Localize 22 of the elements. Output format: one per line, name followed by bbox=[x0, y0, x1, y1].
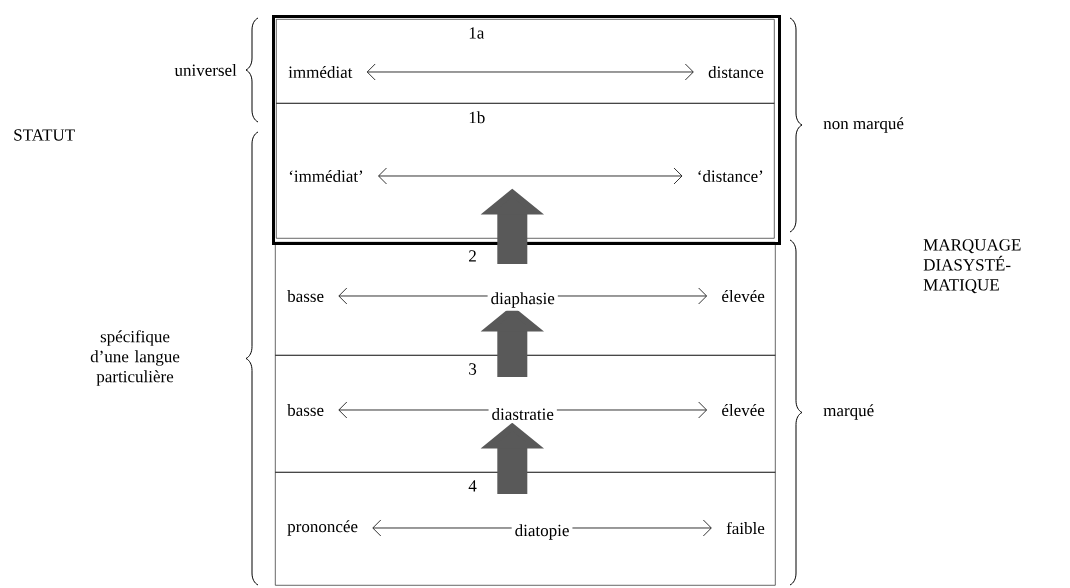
side-label: spécifique d’une langue particulière bbox=[90, 330, 180, 386]
pole-label: ‘distance’ bbox=[698, 170, 763, 182]
pole-label: élevée bbox=[722, 404, 765, 416]
pole-label: distance bbox=[708, 66, 764, 78]
double-arrow bbox=[366, 63, 694, 81]
pole-label: immédiat bbox=[288, 66, 353, 78]
thick-frame bbox=[272, 15, 781, 245]
pole-label: basse bbox=[287, 404, 324, 416]
pole-label: faible bbox=[726, 521, 765, 535]
pole-label: ‘immédiat’ bbox=[289, 170, 363, 182]
side-label: STATUT bbox=[14, 129, 75, 141]
side-label: marqué bbox=[823, 404, 874, 420]
edge-label: diatopie bbox=[511, 521, 573, 543]
edge-label: diaphasie bbox=[487, 289, 558, 311]
edge-label: diastratie bbox=[488, 405, 557, 423]
side-label: non marqué bbox=[823, 117, 904, 133]
side-label: MARQUAGE DIASYSTÉ- MATIQUE bbox=[923, 239, 1021, 294]
pole-label: basse bbox=[287, 290, 324, 302]
double-arrow bbox=[378, 167, 683, 185]
side-label: universel bbox=[174, 64, 237, 76]
pole-label: prononcée bbox=[287, 520, 358, 536]
pole-label: élevée bbox=[722, 290, 765, 302]
